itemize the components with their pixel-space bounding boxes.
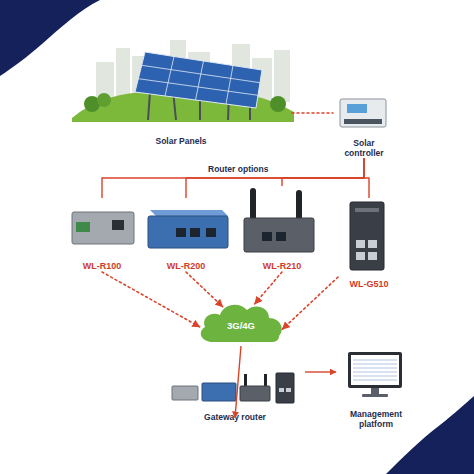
controller-device	[340, 99, 386, 127]
ethernet-port	[279, 388, 284, 392]
gateway-device	[276, 373, 294, 403]
table-line	[353, 364, 397, 365]
grid-line	[165, 57, 174, 97]
node-label: Management platform	[336, 409, 416, 429]
node-label: Gateway router	[204, 412, 266, 422]
router-node: WL-R200	[140, 198, 232, 272]
dotted-connector	[186, 272, 223, 307]
table-line	[353, 368, 397, 369]
table-line	[353, 360, 397, 361]
node-label: 3G/4G	[227, 320, 255, 331]
device-node: Solar Panels	[70, 32, 292, 146]
monitor-frame	[348, 352, 402, 388]
solar-panel-array	[135, 52, 262, 108]
connector-line	[186, 158, 364, 198]
monitor-base	[362, 394, 388, 397]
router-node: WL-G510	[338, 198, 400, 290]
ethernet-port	[190, 228, 200, 237]
controller-terminals	[344, 119, 382, 124]
ethernet-port	[276, 232, 286, 241]
panel-grid	[138, 57, 260, 105]
connector-line	[364, 158, 369, 198]
ethernet-port	[262, 232, 272, 241]
ethernet-port	[286, 388, 291, 392]
model-name: WL-R210	[263, 261, 302, 272]
front-panel	[355, 208, 379, 212]
table-line	[353, 376, 397, 377]
ethernet-port	[356, 240, 365, 248]
antenna	[250, 188, 256, 222]
device-node: Gateway router	[165, 370, 305, 422]
ethernet-port	[176, 228, 186, 237]
grid-line	[142, 65, 260, 82]
connector-line	[102, 158, 364, 198]
dotted-connector	[282, 277, 338, 329]
model-name: WL-G510	[349, 279, 388, 290]
node-label: Solar Panels	[155, 136, 206, 146]
router-node: WL-R210	[236, 186, 328, 272]
stand-leg	[148, 92, 150, 120]
dotted-connector	[292, 112, 333, 114]
ethernet-port	[368, 240, 377, 248]
ethernet-port	[206, 228, 216, 237]
grid-line	[226, 66, 233, 105]
connector-line	[235, 346, 241, 418]
group-label: Router options	[208, 164, 268, 174]
corner-shape	[386, 396, 474, 474]
router-device	[72, 212, 134, 244]
stand-leg	[199, 99, 201, 120]
grid-line	[138, 79, 258, 96]
model-name: WL-R200	[167, 261, 206, 272]
controller-screen	[347, 104, 367, 113]
stand-leg	[249, 106, 251, 120]
gateway-device	[202, 383, 236, 401]
model-name: WL-R100	[83, 261, 122, 272]
screen-table	[353, 360, 397, 380]
device-node: Solar controller	[333, 98, 395, 158]
router-device	[148, 216, 228, 248]
router-device-top	[150, 210, 228, 216]
grid-line	[196, 61, 204, 100]
connector-line	[305, 371, 336, 372]
corner-shape	[0, 0, 100, 76]
monitor-stand	[371, 388, 379, 394]
tree	[270, 96, 286, 112]
monitor-screen	[351, 355, 399, 385]
dotted-connector	[255, 272, 282, 304]
gateway-device	[172, 386, 198, 400]
router-device	[350, 202, 384, 270]
building	[274, 50, 290, 102]
ethernet-port	[356, 252, 365, 260]
connector-line	[282, 158, 364, 186]
gateway-device	[240, 386, 270, 401]
network-cloud: 3G/4G	[195, 298, 287, 346]
terminal-block	[76, 222, 90, 232]
table-line	[353, 372, 397, 373]
ethernet-port	[368, 252, 377, 260]
node-label: Solar controller	[333, 138, 395, 158]
device-node: Management platform	[336, 345, 416, 429]
router-node: WL-R100	[62, 198, 142, 272]
ethernet-port	[112, 220, 124, 230]
dotted-connector	[102, 272, 200, 327]
router-device	[244, 218, 314, 252]
cloud-outline	[201, 305, 282, 342]
tree	[97, 93, 111, 107]
antenna	[296, 190, 302, 222]
table-line	[353, 380, 397, 381]
